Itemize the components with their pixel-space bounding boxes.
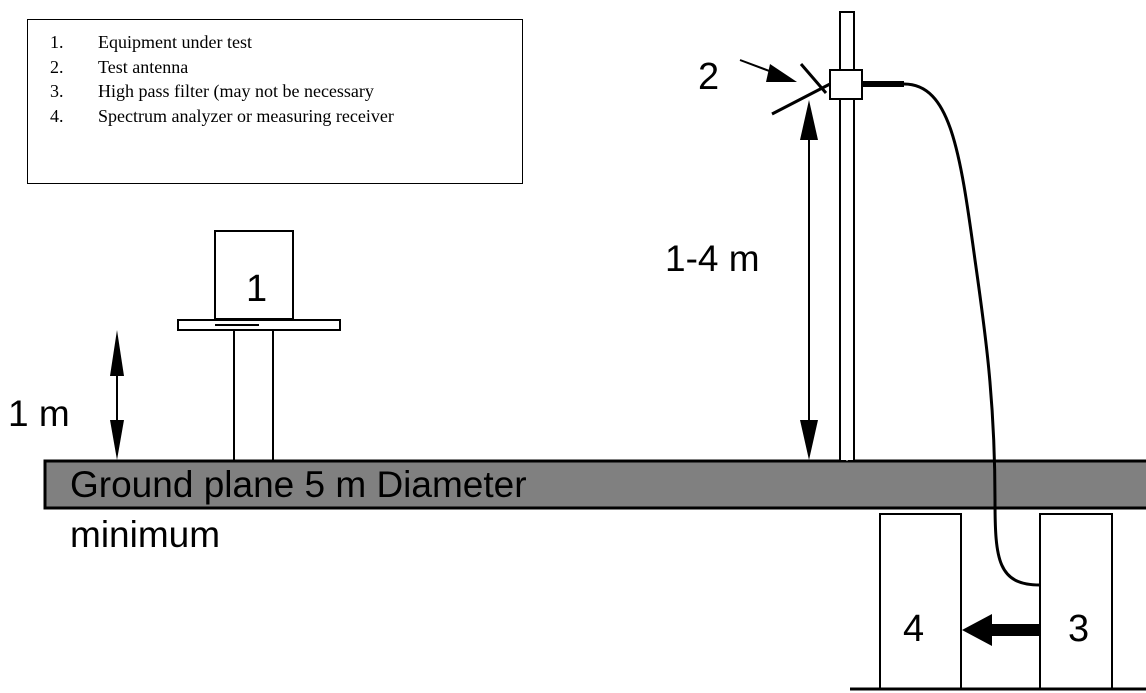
filter-label: 3 — [1068, 608, 1090, 650]
legend-item-text: High pass filter (may not be necessary — [98, 81, 374, 101]
antenna-mast — [771, 11, 904, 462]
analyzer-label: 4 — [903, 608, 925, 650]
legend-item-number: 2. — [50, 56, 64, 77]
eut-label: 1 — [246, 268, 268, 310]
antenna-mount-block — [829, 69, 863, 100]
analyzer-box — [879, 513, 962, 690]
legend-item-number: 3. — [50, 81, 64, 101]
legend-item-text: Equipment under test — [98, 32, 252, 52]
legend-item: 3. High pass filter (may not be necessary — [50, 79, 522, 104]
eut-table — [177, 230, 341, 461]
eut-height-label: 1 m — [8, 393, 70, 434]
eut-height-arrow — [110, 330, 124, 460]
antenna-height-arrow — [800, 100, 818, 460]
legend-item-text: Spectrum analyzer or measuring receiver — [98, 105, 394, 126]
legend-list: 1. Equipment under test 2. Test antenna 3.… — [28, 20, 522, 128]
ground-plane — [43, 459, 1146, 510]
legend-item: 2. Test antenna — [50, 55, 522, 80]
filter-box — [1039, 513, 1113, 690]
antenna-cable — [903, 82, 1041, 587]
legend-item-number: 4. — [50, 105, 64, 126]
legend-box: 1. Equipment under test 2. Test antenna 3.… — [27, 19, 523, 184]
legend-item: 1. Equipment under test — [50, 30, 522, 55]
antenna-height-label: 1-4 m — [665, 238, 760, 279]
antenna-label: 2 — [698, 56, 720, 98]
legend-item-text: Test antenna — [98, 56, 189, 77]
analyzer-box-group — [850, 513, 1146, 691]
legend-item-number: 1. — [50, 32, 64, 52]
legend-item: 4. Spectrum analyzer or measuring receive… — [50, 104, 522, 129]
eut-box — [214, 230, 294, 320]
antenna-element — [771, 63, 831, 116]
ground-plane-label-line1: Ground plane 5 m Diameter — [70, 464, 527, 505]
ground-plane-label-line2: minimum — [70, 514, 221, 555]
antenna-pointer — [739, 59, 797, 82]
